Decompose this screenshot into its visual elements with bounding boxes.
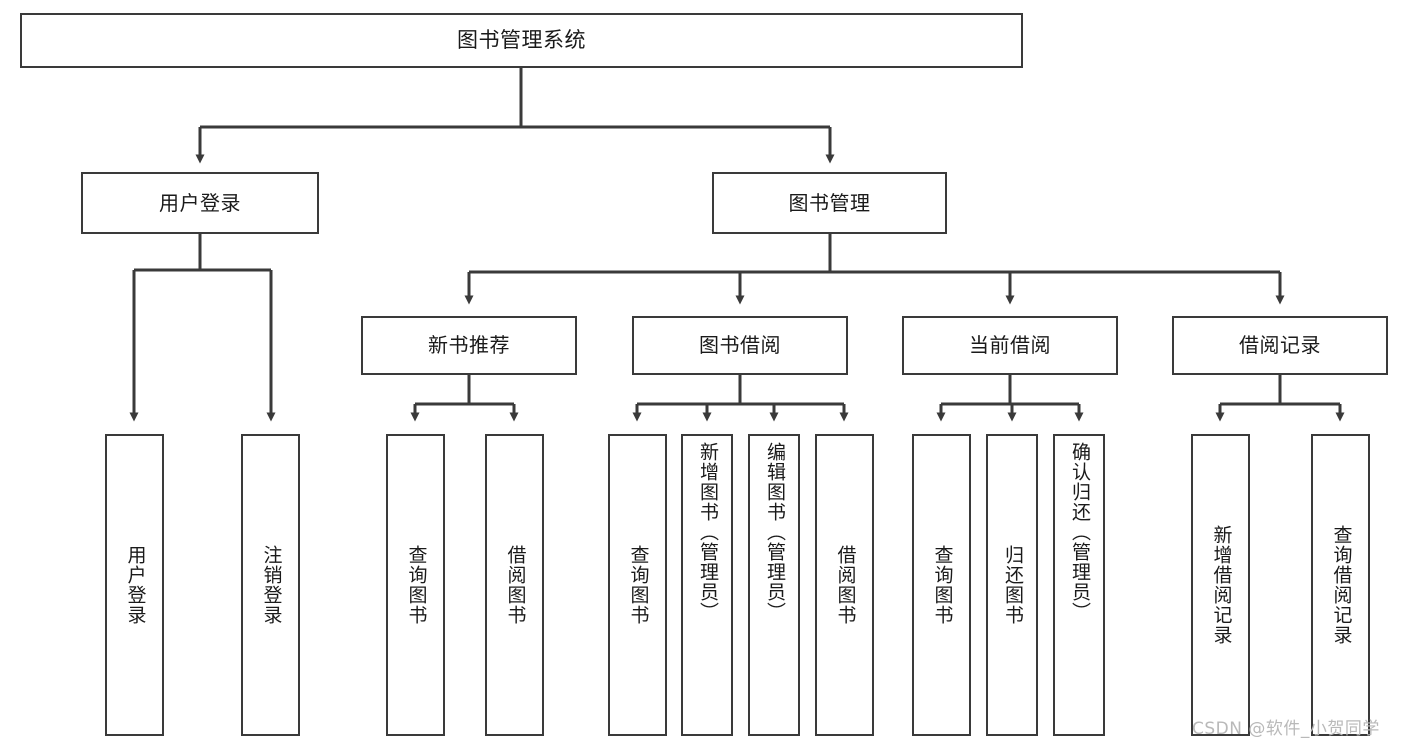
node-leaf-confirm-return-label: 确认归还（管理员） [1068, 442, 1091, 622]
node-leaf-return-book-label: 归还图书 [1001, 545, 1024, 625]
node-leaf-borrow-book-recommend-label: 借阅图书 [504, 545, 527, 625]
node-root[interactable]: 图书管理系统 [20, 13, 1023, 68]
node-leaf-query-book-borrow[interactable]: 查询图书 [608, 434, 667, 736]
watermark: CSDN @软件_小贺同学 [1192, 719, 1380, 739]
node-leaf-borrow-book-recommend[interactable]: 借阅图书 [485, 434, 544, 736]
node-leaf-add-book-label: 新增图书（管理员） [696, 442, 719, 622]
node-leaf-borrow-book-label: 借阅图书 [834, 545, 857, 625]
node-leaf-add-borrow-record[interactable]: 新增借阅记录 [1191, 434, 1250, 736]
node-root-label: 图书管理系统 [457, 27, 586, 52]
node-new-book-recommend[interactable]: 新书推荐 [361, 316, 577, 375]
node-leaf-query-book-recommend-label: 查询图书 [405, 545, 428, 625]
node-leaf-logout[interactable]: 注销登录 [241, 434, 300, 736]
node-user-login-label: 用户登录 [159, 190, 241, 215]
node-book-manage-label: 图书管理 [788, 190, 871, 215]
node-leaf-user-login[interactable]: 用户登录 [105, 434, 164, 736]
node-leaf-return-book[interactable]: 归还图书 [986, 434, 1038, 736]
node-new-book-recommend-label: 新书推荐 [428, 333, 510, 358]
node-leaf-add-borrow-record-label: 新增借阅记录 [1210, 525, 1233, 645]
node-borrow-record-label: 借阅记录 [1239, 333, 1321, 358]
node-current-borrow-label: 当前借阅 [969, 333, 1051, 358]
node-current-borrow[interactable]: 当前借阅 [902, 316, 1118, 375]
node-leaf-query-book-current-label: 查询图书 [931, 545, 954, 625]
node-borrow-record[interactable]: 借阅记录 [1172, 316, 1388, 375]
node-leaf-query-borrow-record-label: 查询借阅记录 [1330, 525, 1353, 645]
node-leaf-query-book-current[interactable]: 查询图书 [912, 434, 971, 736]
node-leaf-edit-book[interactable]: 编辑图书（管理员） [748, 434, 800, 736]
node-leaf-logout-label: 注销登录 [260, 545, 283, 625]
node-leaf-query-book-recommend[interactable]: 查询图书 [386, 434, 445, 736]
node-leaf-query-book-borrow-label: 查询图书 [627, 545, 650, 625]
node-book-borrow[interactable]: 图书借阅 [632, 316, 848, 375]
node-user-login[interactable]: 用户登录 [81, 172, 319, 234]
node-leaf-user-login-label: 用户登录 [124, 545, 147, 625]
node-book-borrow-label: 图书借阅 [699, 333, 781, 358]
node-book-manage[interactable]: 图书管理 [712, 172, 947, 234]
node-leaf-query-borrow-record[interactable]: 查询借阅记录 [1311, 434, 1370, 736]
node-leaf-edit-book-label: 编辑图书（管理员） [763, 442, 786, 622]
node-leaf-add-book[interactable]: 新增图书（管理员） [681, 434, 733, 736]
node-leaf-confirm-return[interactable]: 确认归还（管理员） [1053, 434, 1105, 736]
node-leaf-borrow-book[interactable]: 借阅图书 [815, 434, 874, 736]
